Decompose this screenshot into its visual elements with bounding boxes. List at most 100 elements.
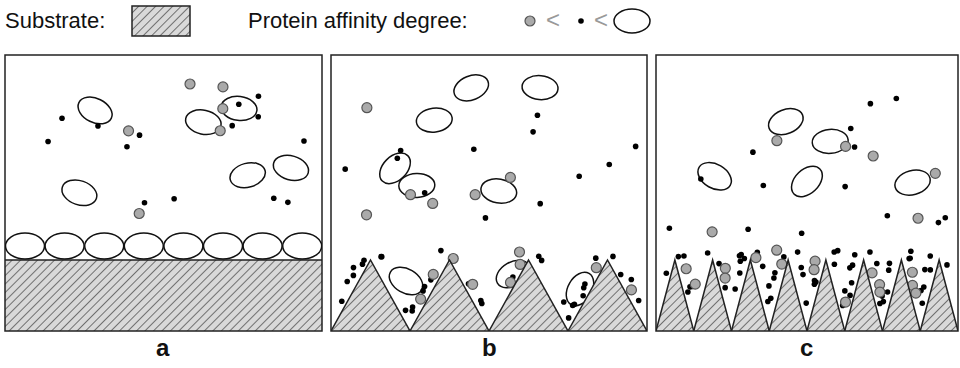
- low-affinity-protein: [215, 126, 225, 136]
- low-affinity-protein: [868, 151, 878, 161]
- mid-affinity-protein: [772, 270, 778, 276]
- mid-affinity-protein: [908, 248, 914, 254]
- low-affinity-protein: [809, 265, 819, 275]
- mid-affinity-protein: [578, 18, 584, 24]
- mid-affinity-protein: [921, 284, 927, 290]
- mid-affinity-protein: [360, 261, 366, 267]
- mid-affinity-protein: [745, 226, 751, 232]
- mid-affinity-protein: [255, 114, 261, 120]
- substrate-spike: [694, 260, 732, 331]
- low-affinity-protein: [875, 287, 885, 297]
- mid-affinity-protein: [771, 275, 777, 281]
- panel-label: b: [482, 335, 497, 361]
- mid-affinity-protein: [59, 116, 65, 122]
- mid-affinity-protein: [483, 215, 489, 221]
- substrate-spike: [807, 260, 845, 331]
- low-affinity-protein: [626, 285, 636, 295]
- low-affinity-protein: [362, 103, 372, 113]
- low-affinity-protein: [505, 172, 515, 182]
- mid-affinity-protein: [629, 277, 635, 283]
- adsorbed-protein: [45, 233, 84, 259]
- substrate-spike: [568, 260, 647, 331]
- mid-affinity-protein: [761, 183, 767, 189]
- substrate-spike: [331, 260, 410, 331]
- mid-affinity-protein: [171, 196, 177, 202]
- adsorbed-protein: [85, 233, 124, 259]
- low-affinity-protein: [525, 16, 535, 26]
- mid-affinity-protein: [885, 289, 891, 295]
- mid-affinity-protein: [799, 230, 805, 236]
- low-affinity-protein: [720, 263, 730, 273]
- mid-affinity-protein: [422, 284, 428, 290]
- substrate-flat: [5, 260, 322, 331]
- mid-affinity-protein: [750, 149, 756, 155]
- mid-affinity-protein: [422, 190, 428, 196]
- mid-affinity-protein: [742, 256, 748, 262]
- high-affinity-protein: [74, 92, 117, 129]
- low-affinity-protein: [772, 136, 782, 146]
- mid-affinity-protein: [342, 166, 348, 172]
- mid-affinity-protein: [379, 254, 385, 260]
- substrate-spike: [920, 260, 958, 331]
- mid-affinity-protein: [95, 123, 101, 129]
- mid-affinity-protein: [610, 254, 616, 260]
- substrate-spike: [883, 260, 921, 331]
- high-affinity-protein: [765, 104, 807, 140]
- low-affinity-protein: [218, 82, 228, 92]
- mid-affinity-protein: [768, 295, 774, 301]
- low-affinity-protein: [907, 267, 917, 277]
- mid-affinity-protein: [881, 299, 887, 305]
- low-affinity-protein: [470, 190, 480, 200]
- panel-label: c: [800, 335, 813, 361]
- mid-affinity-protein: [732, 286, 738, 292]
- mid-affinity-protein: [835, 248, 841, 254]
- mid-affinity-protein: [681, 253, 687, 259]
- substrate-spike: [845, 260, 883, 331]
- low-affinity-protein: [930, 168, 940, 178]
- mid-affinity-protein: [944, 262, 950, 268]
- mid-affinity-protein: [351, 265, 357, 271]
- mid-affinity-protein: [800, 272, 806, 278]
- mid-affinity-protein: [705, 250, 711, 256]
- mid-affinity-protein: [922, 267, 928, 273]
- mid-affinity-protein: [927, 253, 933, 259]
- mid-affinity-protein: [398, 148, 404, 154]
- mid-affinity-protein: [137, 132, 143, 138]
- substrate-spike: [656, 260, 694, 331]
- mid-affinity-protein: [886, 267, 892, 273]
- less-than-sign: <: [546, 7, 560, 33]
- high-affinity-protein: [58, 176, 100, 210]
- mid-affinity-protein: [344, 279, 350, 285]
- mid-affinity-protein: [847, 265, 853, 271]
- mid-affinity-protein: [852, 144, 858, 150]
- mid-affinity-protein: [737, 253, 743, 259]
- mid-affinity-protein: [813, 279, 819, 285]
- mid-affinity-protein: [760, 264, 766, 270]
- low-affinity-protein: [841, 297, 851, 307]
- low-affinity-protein: [841, 141, 851, 151]
- low-affinity-protein: [362, 210, 372, 220]
- high-affinity-protein: [892, 166, 933, 198]
- mid-affinity-protein: [271, 195, 277, 201]
- low-affinity-protein: [468, 279, 478, 289]
- mid-affinity-protein: [848, 126, 854, 132]
- adsorbed-protein: [283, 233, 322, 259]
- mid-affinity-protein: [894, 96, 900, 102]
- mid-affinity-protein: [593, 255, 599, 261]
- mid-affinity-protein: [478, 298, 484, 304]
- mid-affinity-protein: [580, 293, 586, 299]
- mid-affinity-protein: [536, 253, 542, 259]
- mid-affinity-protein: [722, 285, 728, 291]
- low-affinity-protein: [777, 259, 787, 269]
- low-affinity-protein: [124, 126, 134, 136]
- legend-label: Substrate:: [5, 8, 105, 34]
- legend-label: Protein affinity degree:: [248, 8, 468, 34]
- mid-affinity-protein: [535, 112, 541, 118]
- low-affinity-protein: [134, 209, 144, 219]
- panel-frame: [331, 55, 647, 331]
- mid-affinity-protein: [530, 129, 536, 135]
- mid-affinity-protein: [685, 289, 691, 295]
- mid-affinity-protein: [803, 300, 809, 306]
- substrate-swatch: [132, 6, 190, 36]
